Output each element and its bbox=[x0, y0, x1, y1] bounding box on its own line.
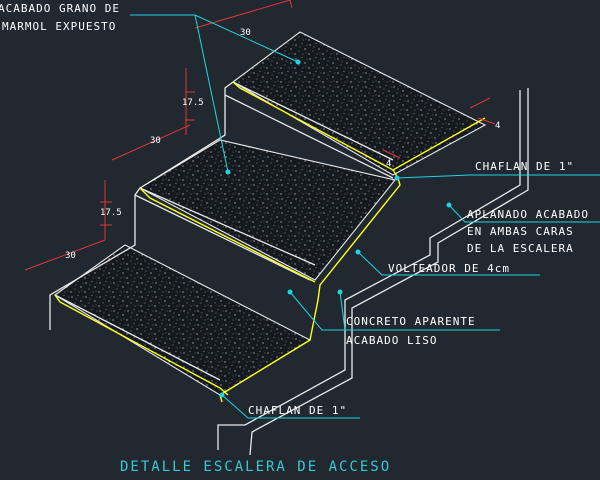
label-chaflan-top: CHAFLAN DE 1" bbox=[475, 160, 574, 173]
leader-lines bbox=[130, 14, 600, 419]
leader-dot bbox=[394, 175, 400, 181]
label-volteador: VOLTEADOR DE 4cm bbox=[388, 262, 510, 275]
dim-riser-low: 17.5 bbox=[100, 208, 122, 218]
label-aplanado-line1: APLANADO ACABADO bbox=[467, 208, 589, 221]
label-marble-line2: MARMOL EXPUESTO bbox=[2, 20, 116, 33]
tread-middle bbox=[138, 139, 396, 281]
dim-edge-small: 4 bbox=[495, 121, 500, 131]
label-concreto-line1: CONCRETO APARENTE bbox=[346, 315, 476, 328]
label-aplanado-line2: EN AMBAS CARAS bbox=[467, 225, 574, 238]
dimension-lines bbox=[24, 0, 496, 271]
label-marble-line1: ACABADO GRANO DE bbox=[0, 2, 120, 15]
nosing-edges bbox=[54, 81, 486, 403]
leader-dot bbox=[225, 169, 231, 175]
leader-dot bbox=[295, 59, 301, 65]
stair-outline bbox=[49, 81, 394, 381]
dim-riser-top: 17.5 bbox=[182, 98, 204, 108]
aplanado-line bbox=[217, 88, 529, 456]
dim-tread-low: 30 bbox=[65, 251, 76, 261]
leader-dot bbox=[219, 392, 225, 398]
label-concreto-line2: ACABADO LISO bbox=[346, 334, 437, 347]
drawing-title: DETALLE ESCALERA DE ACCESO bbox=[120, 459, 391, 475]
leader-dots bbox=[219, 59, 452, 398]
leader-dot bbox=[337, 289, 343, 295]
leader-dot bbox=[446, 202, 452, 208]
dim-tread-mid: 30 bbox=[150, 136, 161, 146]
leader-dot bbox=[355, 249, 361, 255]
dim-tread-top: 30 bbox=[240, 28, 251, 38]
dim-edge-small-2: 4 bbox=[386, 159, 391, 169]
label-chaflan-bottom: CHAFLAN DE 1" bbox=[248, 404, 347, 417]
tread-top bbox=[232, 31, 487, 176]
leader-dot bbox=[287, 289, 293, 295]
label-aplanado-line3: DE LA ESCALERA bbox=[467, 242, 574, 255]
